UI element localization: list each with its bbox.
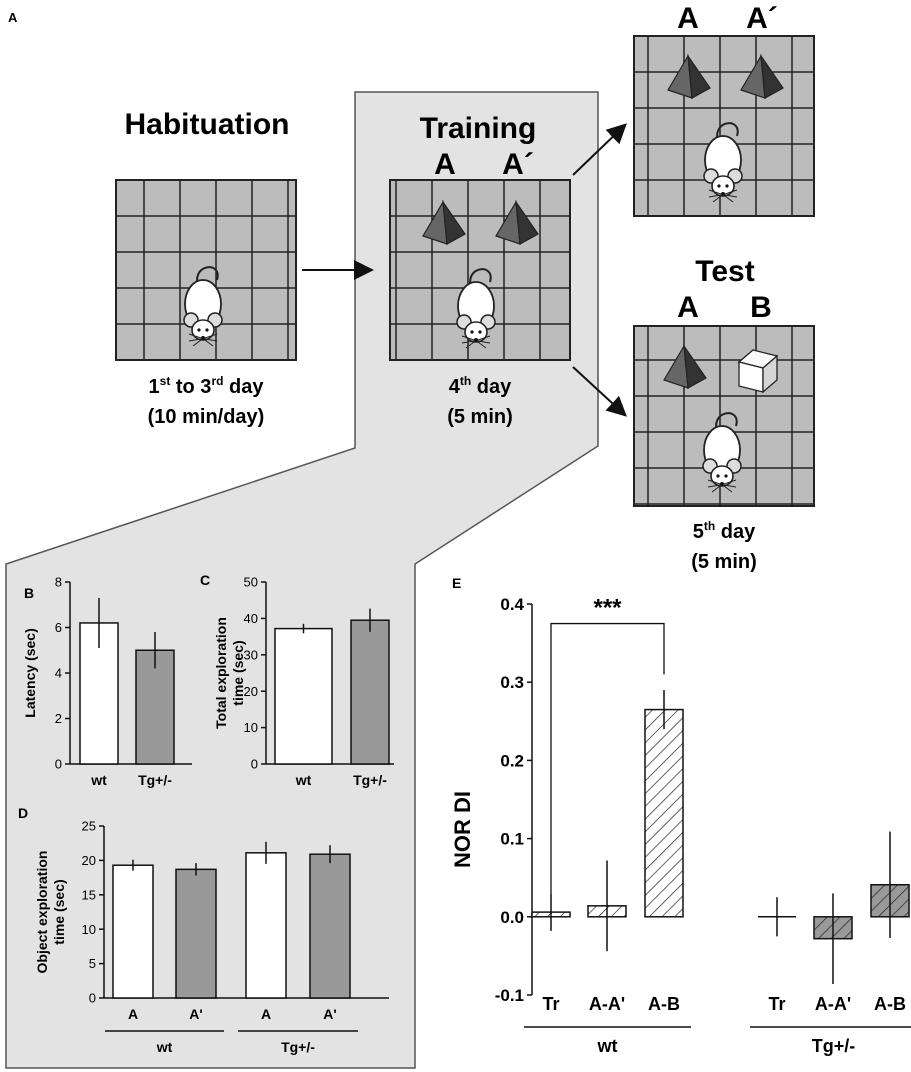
habituation-day-label: 1st to 3rd day bbox=[149, 374, 265, 398]
chart-d-ytick-label: 0 bbox=[89, 991, 96, 1006]
chart-c-category-label: wt bbox=[295, 772, 312, 788]
chart-b-ytick-label: 2 bbox=[55, 711, 62, 726]
chart-e-ytick-label: 0.2 bbox=[500, 751, 524, 770]
chart-e-significance-bracket bbox=[550, 622, 665, 894]
training-object-a: A bbox=[434, 148, 456, 181]
chart-b-category-label: Tg+/- bbox=[138, 772, 172, 788]
training-day-label: 4th day bbox=[449, 374, 512, 398]
arrow-to-test-arena bbox=[572, 366, 627, 417]
chart-d-bar bbox=[245, 852, 287, 999]
chart-e-category-label: A-A' bbox=[815, 994, 851, 1014]
habituation-duration: (10 min/day) bbox=[148, 406, 265, 428]
chart-d-ytick-label: 5 bbox=[89, 956, 96, 971]
test-day-label: 5th day bbox=[693, 519, 756, 543]
chart-c-ytick-label: 40 bbox=[244, 611, 258, 626]
chart-c-ytick-label: 10 bbox=[244, 720, 258, 735]
chart-e-category-label: A-B bbox=[648, 994, 680, 1014]
cube-icon bbox=[737, 349, 779, 394]
test-duration: (5 min) bbox=[691, 551, 757, 573]
chart-d-category-label: A bbox=[128, 1006, 138, 1022]
top-arena-object-a-prime: A´ bbox=[746, 2, 778, 35]
top-arena bbox=[633, 35, 815, 217]
chart-d-ylabel: Object exploration bbox=[34, 851, 50, 974]
chart-c-category-label: Tg+/- bbox=[353, 772, 387, 788]
chart-c-ytick-label: 30 bbox=[244, 647, 258, 662]
panel-letter-e: E bbox=[452, 575, 461, 591]
chart-d-group-label: wt bbox=[156, 1039, 173, 1055]
chart-b-ytick-label: 0 bbox=[55, 757, 62, 772]
training-title: Training bbox=[420, 112, 537, 145]
chart-d-category-label: A bbox=[261, 1006, 271, 1022]
chart-b-category-label: wt bbox=[90, 772, 107, 788]
panel-letter-c: C bbox=[200, 572, 210, 588]
chart-b-ytick-label: 8 bbox=[55, 575, 62, 590]
chart-d-ytick-label: 25 bbox=[82, 819, 96, 834]
training-arena bbox=[389, 179, 571, 361]
chart-e-ytick-label: 0.4 bbox=[500, 595, 524, 614]
chart-d-bar bbox=[309, 853, 351, 999]
chart-e-category-label: Tr bbox=[542, 994, 559, 1014]
training-object-a-prime: A´ bbox=[502, 148, 534, 181]
chart-e-category-label: A-B bbox=[874, 994, 906, 1014]
chart-c-bar bbox=[274, 627, 333, 765]
habituation-title: Habituation bbox=[125, 108, 290, 141]
chart-c-ytick-label: 0 bbox=[251, 757, 258, 772]
chart-c-ylabel: time (sec) bbox=[230, 640, 246, 705]
chart-c-ytick-label: 20 bbox=[244, 684, 258, 699]
chart-c-ytick-label: 50 bbox=[244, 575, 258, 590]
chart-d-bar bbox=[175, 868, 217, 999]
chart-b-bar bbox=[135, 649, 175, 765]
chart-e-significance-label: *** bbox=[593, 595, 622, 622]
chart-d-ytick-label: 20 bbox=[82, 853, 96, 868]
chart-b-ytick-label: 6 bbox=[55, 620, 62, 635]
chart-e-category-label: A-A' bbox=[589, 994, 625, 1014]
panel-letter-b: B bbox=[24, 585, 34, 601]
chart-e-group-label: wt bbox=[597, 1036, 618, 1056]
chart-e-ytick-label: 0.3 bbox=[500, 673, 524, 692]
chart-d-group-label: Tg+/- bbox=[281, 1039, 315, 1055]
chart-e-group-label: Tg+/- bbox=[812, 1036, 856, 1056]
chart-e-ytick-label: 0.0 bbox=[500, 908, 524, 927]
chart-e-ytick-label: -0.1 bbox=[495, 986, 524, 1005]
test-object-a: A bbox=[677, 291, 699, 324]
test-object-b: B bbox=[750, 291, 772, 324]
test-arena bbox=[633, 325, 815, 507]
chart-b-ytick-label: 4 bbox=[55, 666, 62, 681]
chart-d-bar bbox=[112, 864, 154, 999]
chart-d-ytick-label: 15 bbox=[82, 887, 96, 902]
chart-c-bar bbox=[350, 619, 390, 765]
habituation-arena bbox=[115, 179, 297, 361]
top-arena-object-a: A bbox=[677, 2, 699, 35]
chart-e-category-label: Tr bbox=[768, 994, 785, 1014]
chart-c-ylabel: Total exploration bbox=[213, 617, 229, 729]
chart-e-bar bbox=[644, 708, 684, 918]
chart-e-ylabel: NOR DI bbox=[450, 791, 475, 868]
panel-letter-d: D bbox=[18, 805, 28, 821]
chart-d-category-label: A' bbox=[189, 1006, 202, 1022]
chart-d-category-label: A' bbox=[323, 1006, 336, 1022]
panel-letter-a: A bbox=[8, 10, 18, 25]
training-duration: (5 min) bbox=[447, 406, 513, 428]
arrow-to-top-arena bbox=[572, 123, 627, 176]
chart-e-ytick-label: 0.1 bbox=[500, 830, 524, 849]
chart-d-ytick-label: 10 bbox=[82, 922, 96, 937]
chart-d-ylabel: time (sec) bbox=[51, 879, 67, 944]
chart-b-ylabel: Latency (sec) bbox=[22, 628, 38, 717]
test-title: Test bbox=[695, 255, 754, 288]
